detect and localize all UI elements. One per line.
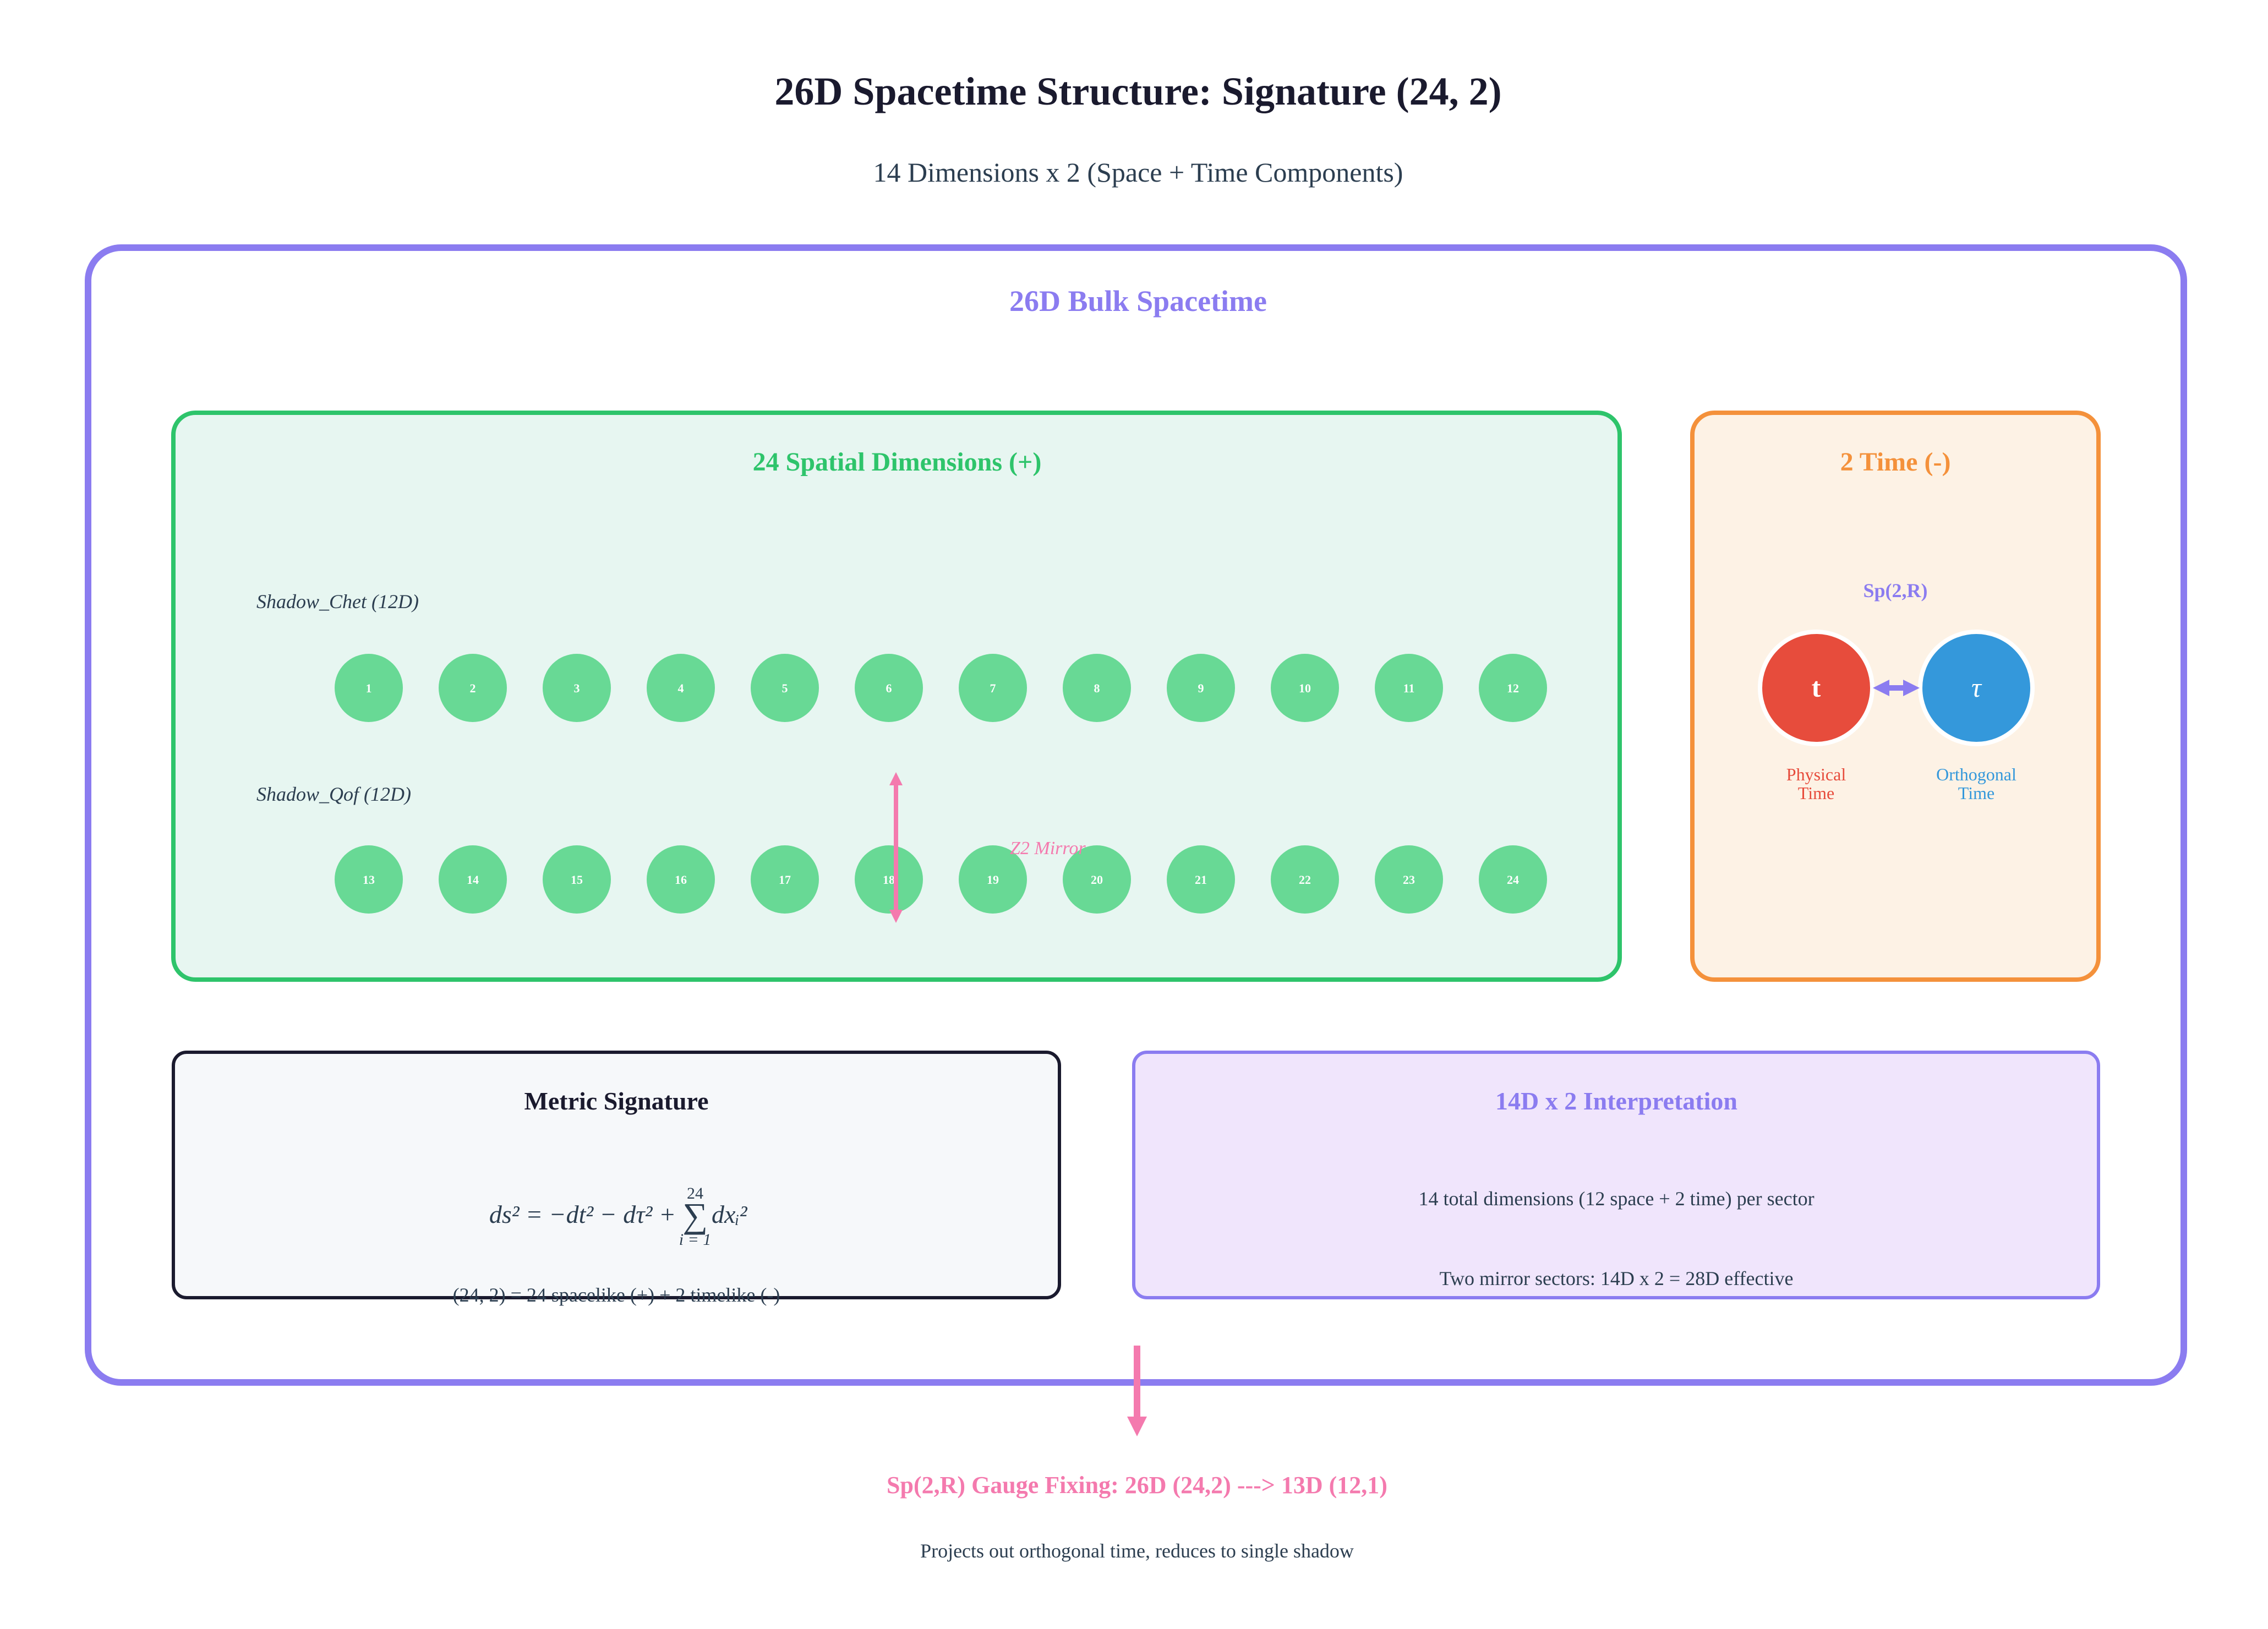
- dimension-node-label-4: 4: [678, 681, 684, 695]
- time-panel: [1690, 411, 2101, 982]
- dimension-node-12: [1479, 654, 1547, 722]
- dimension-node-16: [647, 845, 715, 914]
- dimension-node-label-19: 19: [987, 873, 999, 887]
- dimension-node-label-3: 3: [574, 681, 580, 695]
- dimension-node-label-11: 11: [1403, 681, 1415, 695]
- shadow-chet-label: Shadow_Chet (12D): [256, 591, 419, 613]
- dimension-node-7: [959, 654, 1027, 722]
- dimension-node-label-23: 23: [1403, 873, 1415, 887]
- gauge-fixing-note: Projects out orthogonal time, reduces to…: [920, 1540, 1354, 1562]
- dimension-node-4: [647, 654, 715, 722]
- interpretation-title: 14D x 2 Interpretation: [1495, 1087, 1737, 1115]
- dimension-node-14: [439, 845, 507, 914]
- dimension-node-label-24: 24: [1507, 873, 1519, 887]
- dimension-node-10: [1271, 654, 1339, 722]
- dimension-node-20: [1063, 845, 1131, 914]
- metric-panel: [172, 1051, 1061, 1299]
- metric-summand: dxᵢ²: [712, 1200, 748, 1228]
- dimension-node-label-12: 12: [1507, 681, 1519, 695]
- interpretation-line-2: Two mirror sectors: 14D x 2 = 28D effect…: [1440, 1267, 1794, 1289]
- orthogonal-time-node: [1918, 630, 2035, 746]
- dimension-node-5: [751, 654, 819, 722]
- dimension-node-label-2: 2: [470, 681, 476, 695]
- page-subtitle: 14 Dimensions x 2 (Space + Time Componen…: [873, 157, 1403, 188]
- dimension-node-label-7: 7: [990, 681, 996, 695]
- dimension-node-label-6: 6: [886, 681, 892, 695]
- dimension-node-24: [1479, 845, 1547, 914]
- dimension-node-label-13: 13: [363, 873, 375, 887]
- dimension-node-label-1: 1: [366, 681, 372, 695]
- page-title: 26D Spacetime Structure: Signature (24, …: [774, 69, 1501, 113]
- spatial-title: 24 Spatial Dimensions (+): [753, 447, 1042, 477]
- dimension-node-label-14: 14: [467, 873, 479, 887]
- dimension-node-label-20: 20: [1091, 873, 1103, 887]
- dimension-node-1: [335, 654, 403, 722]
- dimension-node-label-16: 16: [675, 873, 687, 887]
- dimension-node-23: [1375, 845, 1443, 914]
- dimension-node-9: [1167, 654, 1235, 722]
- gauge-fixing-text: Sp(2,R) Gauge Fixing: 26D (24,2) ---> 13…: [887, 1472, 1387, 1499]
- dimension-node-13: [335, 845, 403, 914]
- dimension-node-label-9: 9: [1198, 681, 1204, 695]
- bulk-label: 26D Bulk Spacetime: [1009, 285, 1267, 318]
- dimension-node-label-18: 18: [883, 873, 895, 887]
- z2-mirror-label: Z2 Mirror: [1010, 838, 1086, 859]
- dimension-node-label-10: 10: [1299, 681, 1311, 695]
- physical-time-symbol: t: [1812, 672, 1821, 703]
- dimension-node-label-8: 8: [1094, 681, 1100, 695]
- dimension-node-label-5: 5: [782, 681, 788, 695]
- dimension-node-15: [543, 845, 611, 914]
- metric-note: (24, 2) = 24 spacelike (+) + 2 timelike …: [453, 1284, 780, 1306]
- dimension-node-label-17: 17: [779, 873, 791, 887]
- metric-sum-upper: 24: [687, 1184, 703, 1202]
- dimension-node-label-21: 21: [1195, 873, 1207, 887]
- dimension-node-22: [1271, 845, 1339, 914]
- metric-title: Metric Signature: [524, 1087, 708, 1115]
- dimension-node-18: [855, 845, 923, 914]
- shadow-qof-label: Shadow_Qof (12D): [256, 783, 411, 805]
- metric-sum-symbol: ∑: [682, 1196, 708, 1235]
- orthogonal-time-label-1: Orthogonal: [1936, 764, 2016, 784]
- time-title: 2 Time (-): [1840, 447, 1951, 477]
- dimension-node-3: [543, 654, 611, 722]
- metric-formula: ds² = −dt² − dτ² +: [489, 1200, 676, 1228]
- dimension-node-17: [751, 845, 819, 914]
- dimension-node-label-22: 22: [1299, 873, 1311, 887]
- physical-time-node: [1758, 630, 1874, 746]
- dimension-node-6: [855, 654, 923, 722]
- dimension-node-21: [1167, 845, 1235, 914]
- dimension-node-19: [959, 845, 1027, 914]
- dimension-node-2: [439, 654, 507, 722]
- shadow-qof-nodes: 13 14 15 16 17 18 19 20 21 22 23 24: [335, 845, 1547, 914]
- orthogonal-time-symbol: τ: [1971, 672, 1982, 703]
- physical-time-label-1: Physical: [1786, 764, 1846, 784]
- metric-sum-lower: i = 1: [679, 1231, 712, 1249]
- sp2r-label: Sp(2,R): [1863, 580, 1927, 602]
- dimension-node-11: [1375, 654, 1443, 722]
- interpretation-panel: [1132, 1051, 2100, 1299]
- dimension-node-label-15: 15: [571, 873, 583, 887]
- interpretation-line-1: 14 total dimensions (12 space + 2 time) …: [1418, 1188, 1814, 1210]
- orthogonal-time-label-2: Time: [1958, 783, 1994, 803]
- physical-time-label-2: Time: [1798, 783, 1834, 803]
- dimension-node-8: [1063, 654, 1131, 722]
